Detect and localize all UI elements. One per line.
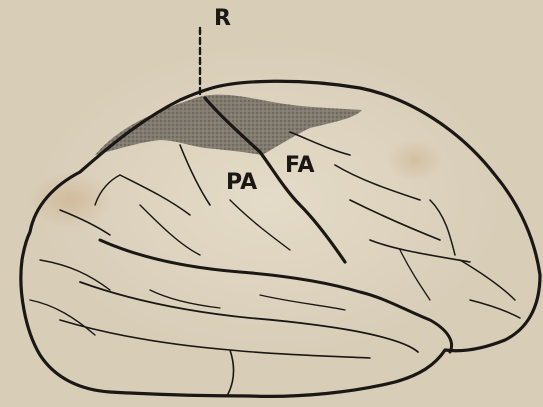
frontal-sulcus-5 — [430, 200, 455, 255]
parietal-sulcus-3 — [140, 205, 200, 255]
label-pa: PA — [226, 172, 257, 194]
temporal-notch — [228, 350, 234, 394]
frontal-sulcus-3 — [350, 200, 440, 240]
frontal-sulcus-1 — [290, 132, 350, 155]
temporal-sulcus-3 — [260, 295, 345, 310]
frontal-sulcus-4 — [370, 240, 470, 262]
frontal-sulcus-6 — [460, 260, 515, 300]
parietal-sulcus-1 — [180, 145, 210, 205]
frontal-sulcus-8 — [400, 250, 430, 300]
label-r: R — [214, 8, 231, 30]
occipital-sulcus-4 — [30, 300, 95, 335]
sylvian-fissure — [100, 240, 452, 352]
parietal-sulcus-4 — [230, 200, 290, 250]
label-fa: FA — [285, 155, 315, 177]
frontal-sulcus-7 — [470, 300, 520, 318]
occipital-sulcus-2 — [95, 175, 120, 205]
occipital-sulcus-3 — [40, 260, 110, 290]
occipital-sulcus-1 — [60, 210, 110, 235]
frontal-sulcus-2 — [335, 165, 420, 200]
parietal-sulcus-2 — [120, 175, 190, 215]
